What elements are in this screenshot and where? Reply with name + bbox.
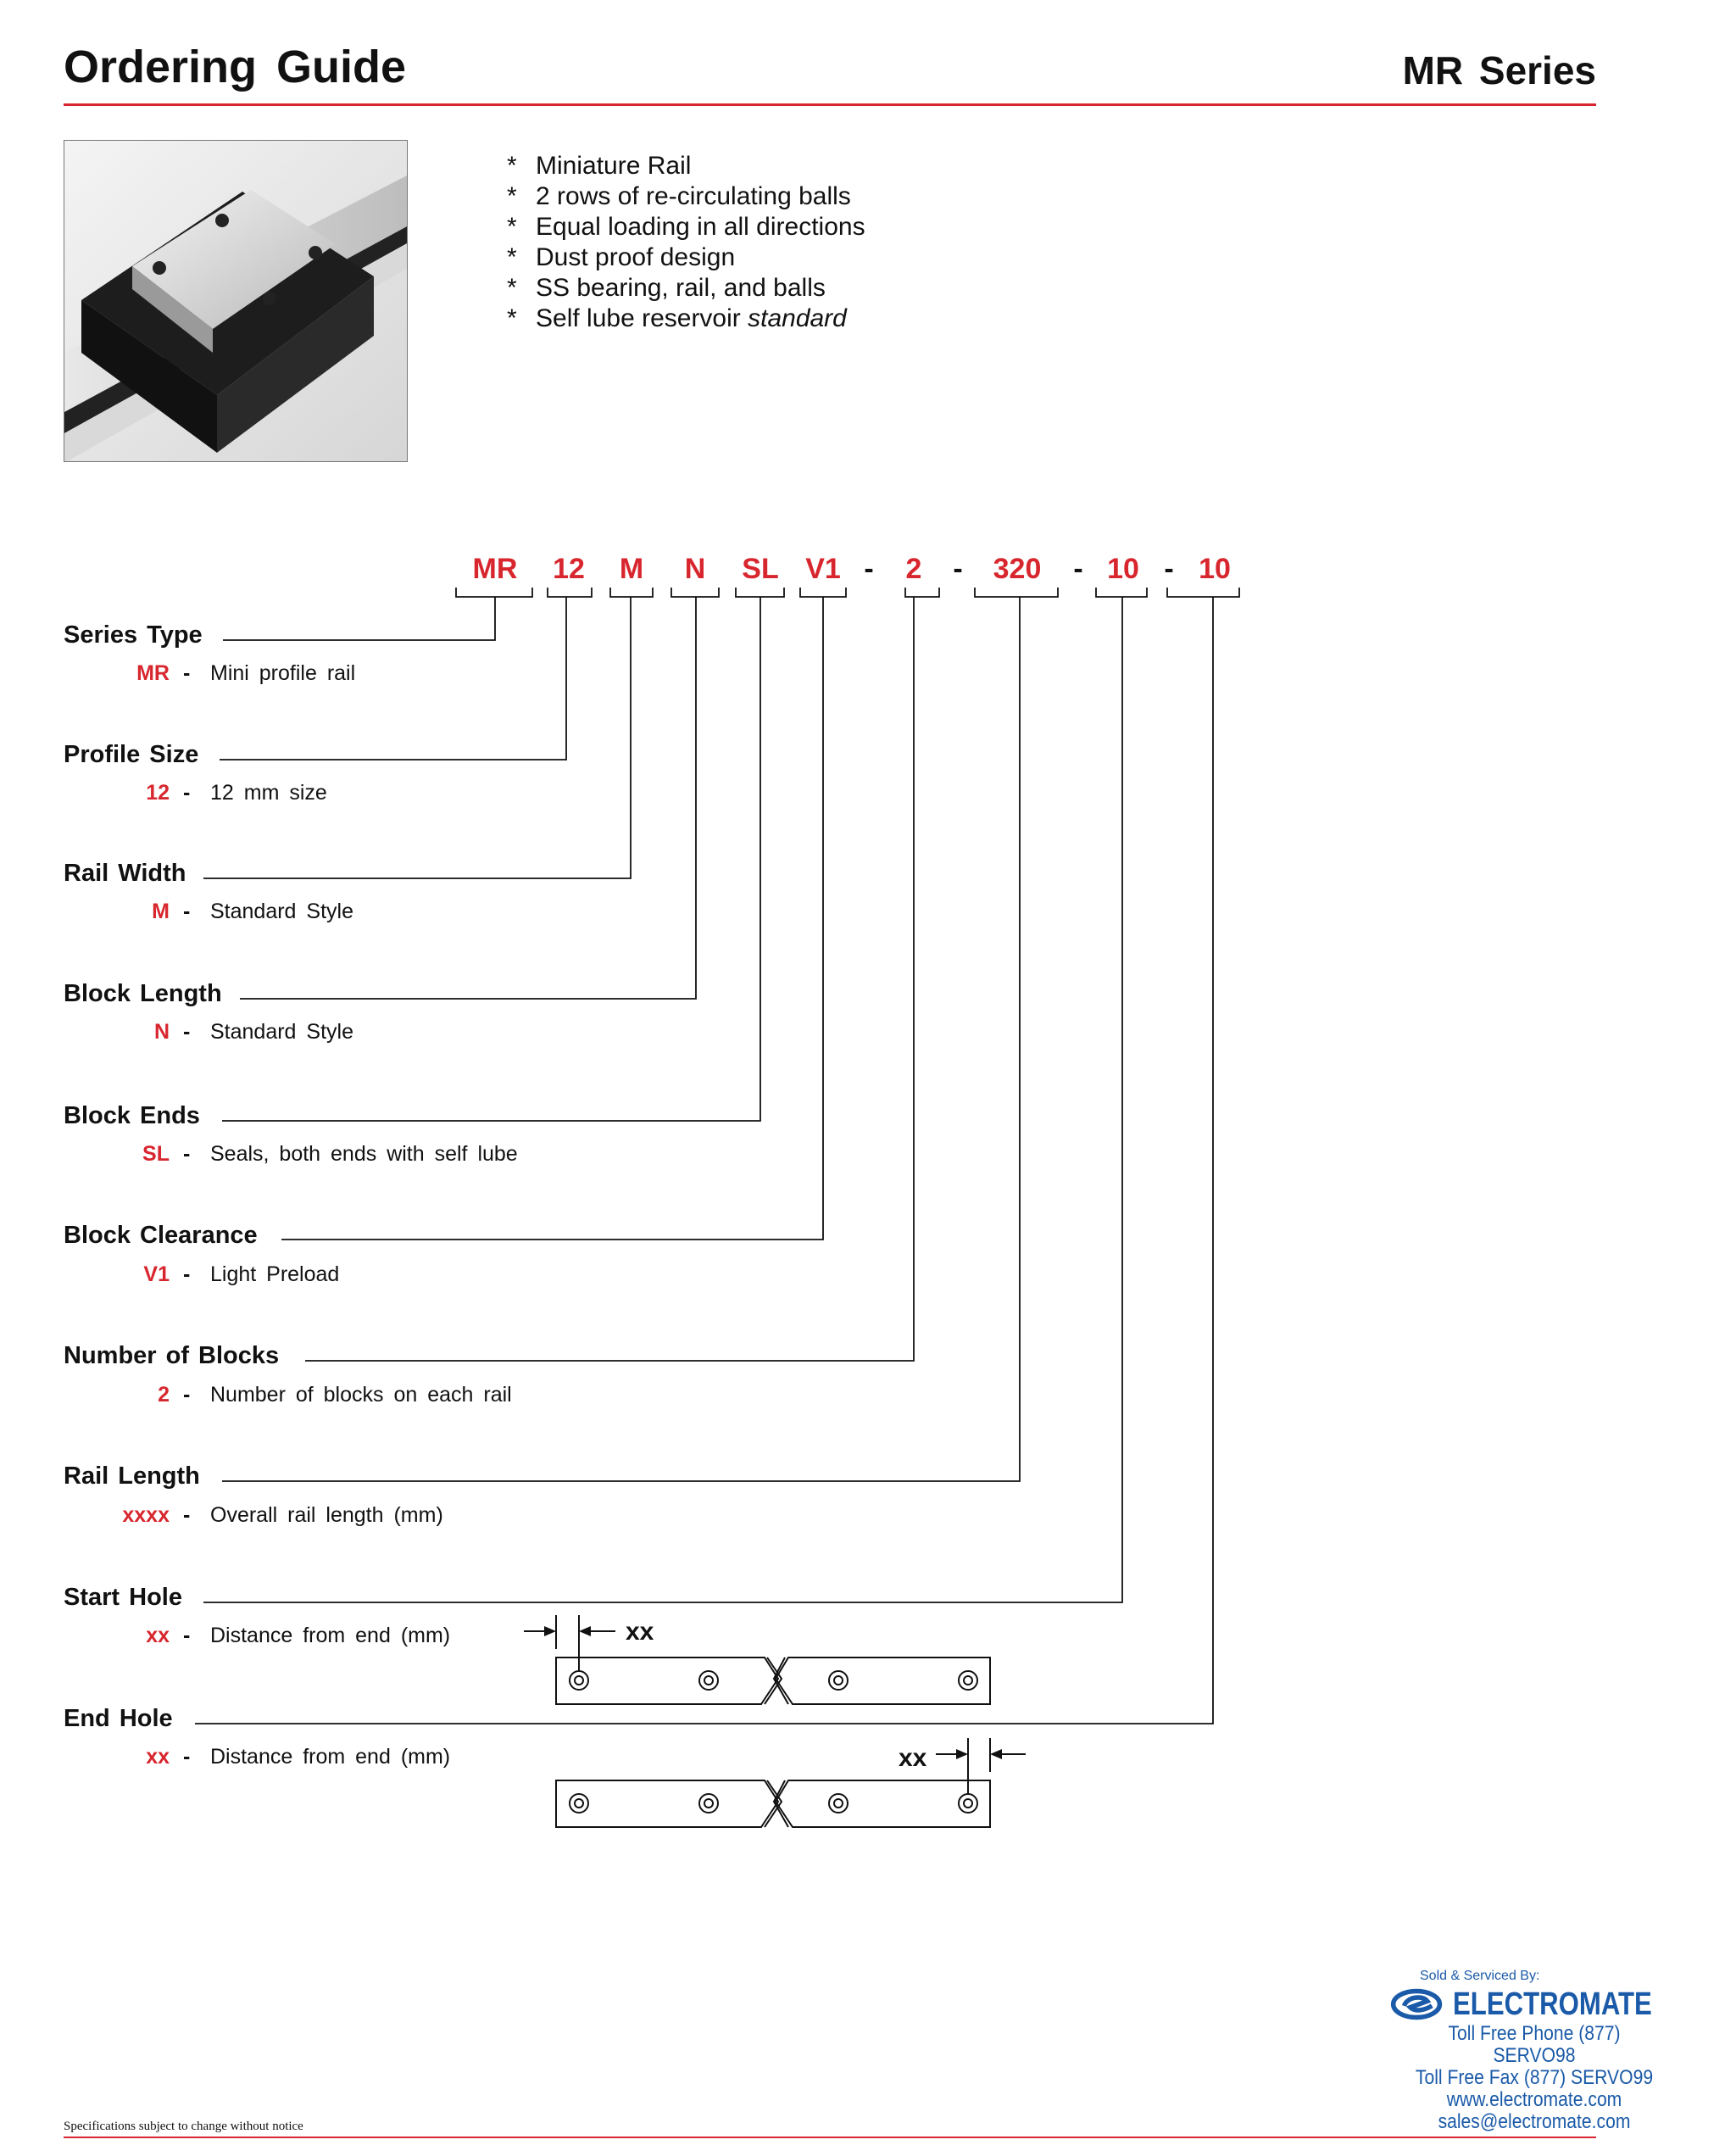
feature-item: *Dust proof design bbox=[507, 243, 736, 271]
rail-mounting-hole bbox=[958, 1793, 978, 1814]
section-desc: Overall rail length (mm) bbox=[210, 1503, 443, 1527]
section-label-series-type: Series Type bbox=[64, 621, 203, 649]
section-label-start-hole: Start Hole bbox=[64, 1584, 182, 1611]
page-title: Ordering Guide bbox=[64, 42, 407, 92]
section-dash: - bbox=[183, 1745, 191, 1769]
section-dash: - bbox=[183, 1624, 191, 1647]
code-part-rail-width: M bbox=[619, 553, 644, 585]
section-code: SL bbox=[142, 1142, 170, 1166]
code-part-block-ends: SL bbox=[742, 553, 779, 585]
section-label-profile-size: Profile Size bbox=[64, 741, 199, 768]
distributor-block: Sold & Serviced By: ELECTROMATE Toll Fre… bbox=[1390, 1969, 1695, 2133]
code-part-end-hole: 10 bbox=[1199, 553, 1231, 585]
code-part-clearance: V1 bbox=[805, 553, 841, 585]
code-separator: - bbox=[1073, 553, 1083, 585]
series-title: MR Series bbox=[1402, 48, 1596, 92]
rail-mounting-hole bbox=[569, 1793, 589, 1814]
product-photo bbox=[64, 140, 408, 462]
feature-item: *2 rows of re-circulating balls bbox=[507, 182, 851, 210]
section-dash: - bbox=[183, 781, 191, 805]
footer-note: Specifications subject to change without… bbox=[64, 2120, 303, 2133]
rail-mounting-hole bbox=[958, 1670, 978, 1691]
distributor-phone: Toll Free Phone (877) SERVO98 bbox=[1448, 2022, 1621, 2067]
section-label-block-ends: Block Ends bbox=[64, 1102, 200, 1129]
section-dash: - bbox=[183, 1383, 191, 1407]
header-divider bbox=[64, 103, 1596, 106]
rail-mounting-hole bbox=[698, 1670, 719, 1691]
rail-mounting-hole bbox=[828, 1670, 849, 1691]
section-dash: - bbox=[183, 1262, 191, 1286]
section-dash: - bbox=[183, 1503, 191, 1527]
code-part-blocks: 2 bbox=[905, 553, 922, 585]
section-desc: 12 mm size bbox=[210, 781, 327, 805]
feature-list: *Miniature Rail *2 rows of re-circulatin… bbox=[507, 151, 865, 334]
rail-mounting-hole bbox=[828, 1793, 849, 1814]
section-label-end-hole: End Hole bbox=[64, 1705, 173, 1732]
section-code: MR bbox=[136, 661, 170, 685]
section-desc: Seals, both ends with self lube bbox=[210, 1142, 518, 1166]
code-separator: - bbox=[864, 553, 874, 585]
code-part-start-hole: 10 bbox=[1107, 553, 1139, 585]
end-hole-dim-label: xx bbox=[899, 1744, 927, 1772]
section-desc: Standard Style bbox=[210, 1020, 353, 1044]
code-part-series: MR bbox=[472, 553, 518, 585]
section-dash: - bbox=[183, 1142, 191, 1166]
section-desc: Distance from end (mm) bbox=[210, 1745, 451, 1769]
feature-item: *SS bearing, rail, and balls bbox=[507, 274, 826, 302]
rail-mounting-hole bbox=[569, 1670, 589, 1691]
distributor-brand: ELECTROMATE bbox=[1452, 1986, 1652, 2022]
section-dash: - bbox=[183, 661, 191, 685]
code-part-block-length: N bbox=[684, 553, 706, 585]
section-dash: - bbox=[183, 900, 191, 923]
code-separator: - bbox=[1164, 553, 1174, 585]
section-code: 2 bbox=[158, 1383, 170, 1407]
start-hole-rail-diagram bbox=[524, 1615, 991, 1705]
feature-item: *Miniature Rail bbox=[507, 152, 692, 180]
section-code: xxxx bbox=[122, 1503, 170, 1527]
footer-divider bbox=[64, 2137, 1596, 2138]
code-part-rail-length: 320 bbox=[993, 553, 1042, 585]
section-code: N bbox=[153, 1020, 170, 1044]
rail-mounting-hole bbox=[698, 1793, 719, 1814]
start-hole-dim-label: xx bbox=[626, 1618, 654, 1646]
code-separator: - bbox=[953, 553, 963, 585]
code-part-size: 12 bbox=[553, 553, 585, 585]
section-desc: Distance from end (mm) bbox=[210, 1624, 451, 1647]
feature-item: *Self lube reservoir standard bbox=[507, 304, 847, 332]
section-code: V1 bbox=[143, 1262, 170, 1286]
section-dash: - bbox=[183, 1020, 191, 1044]
section-label-block-clearance: Block Clearance bbox=[64, 1222, 258, 1249]
section-code: xx bbox=[146, 1745, 170, 1769]
sold-by-label: Sold & Serviced By: bbox=[1420, 1969, 1540, 1983]
section-desc: Mini profile rail bbox=[210, 661, 356, 685]
section-label-rail-width: Rail Width bbox=[64, 860, 186, 887]
section-desc: Standard Style bbox=[210, 900, 353, 923]
distributor-web[interactable]: www.electromate.com bbox=[1446, 2088, 1622, 2111]
section-code: xx bbox=[146, 1624, 170, 1647]
section-code: M bbox=[152, 900, 170, 923]
section-desc: Light Preload bbox=[210, 1262, 340, 1286]
distributor-email[interactable]: sales@electromate.com bbox=[1438, 2110, 1631, 2133]
distributor-logo: ELECTROMATE bbox=[1390, 1986, 1695, 2023]
section-desc: Number of blocks on each rail bbox=[210, 1383, 512, 1407]
distributor-fax: Toll Free Fax (877) SERVO99 bbox=[1415, 2066, 1654, 2089]
section-label-rail-length: Rail Length bbox=[64, 1462, 200, 1490]
electromate-logo-icon bbox=[1390, 1988, 1443, 2020]
end-hole-rail-diagram bbox=[555, 1738, 1026, 1828]
section-label-number-of-blocks: Number of Blocks bbox=[64, 1342, 280, 1369]
section-label-block-length: Block Length bbox=[64, 980, 222, 1007]
section-code: 12 bbox=[146, 781, 170, 805]
linear-guide-block-image bbox=[64, 141, 407, 461]
feature-item: *Equal loading in all directions bbox=[507, 213, 865, 241]
